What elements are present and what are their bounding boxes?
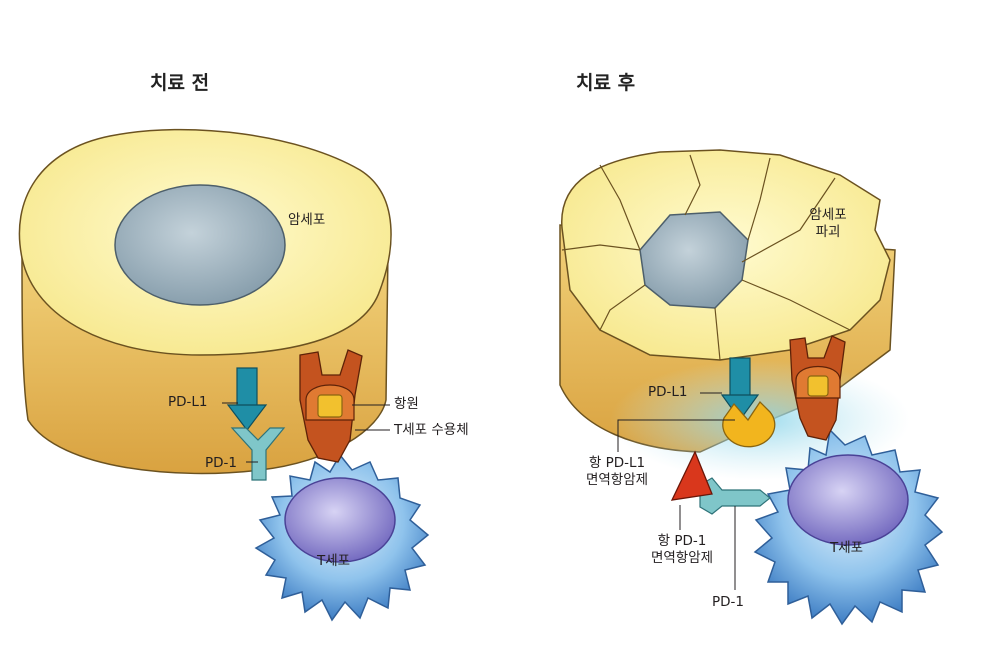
cancer-cell-before <box>18 128 392 475</box>
panel-title-before: 치료 전 <box>150 72 210 94</box>
pd-1-receptor-right <box>699 477 771 515</box>
anti-pd-l1-antibody <box>722 400 776 448</box>
t-cell-before <box>254 453 430 622</box>
cancer-nucleus <box>114 184 286 306</box>
label-anti-pd-l1-line1: 항 PD-L1 <box>588 455 646 471</box>
pd-l1-protein-right <box>720 357 760 422</box>
label-anti-pd-l1-line2: 면역항암제 <box>585 472 649 488</box>
t-cell-nucleus <box>284 477 396 563</box>
label-anti-pd-1: 항 PD-1 면역항암제 <box>640 533 724 567</box>
label-anti-pd-l1: 항 PD-L1 면역항암제 <box>572 455 662 489</box>
pd-1-receptor <box>230 427 286 481</box>
label-pd-l1-after: PD-L1 <box>648 384 688 400</box>
panel-title-after: 치료 후 <box>576 72 636 94</box>
label-cancer-cell: 암세포 <box>288 212 326 228</box>
t-cell-after <box>753 428 944 626</box>
tcr-complex <box>299 349 363 463</box>
label-destruction-line2: 파괴 <box>815 224 841 240</box>
label-pd-l1-before: PD-L1 <box>168 394 208 410</box>
t-cell-nucleus-right <box>787 454 909 546</box>
label-destruction: 암세포 파괴 <box>798 207 858 241</box>
crack-lines <box>561 154 851 361</box>
label-antigen: 항원 <box>394 396 419 412</box>
label-pd-1-after: PD-1 <box>712 594 744 610</box>
label-t-cell-after: T세포 <box>830 540 864 556</box>
label-destruction-line1: 암세포 <box>809 207 847 223</box>
anti-pd-1-antibody <box>670 450 713 501</box>
leader-lines-right <box>617 392 736 590</box>
label-pd-1-before: PD-1 <box>205 455 237 471</box>
label-t-cell-before: T세포 <box>317 553 351 569</box>
pd-l1-protein <box>226 367 268 431</box>
tcr-complex-right <box>789 335 846 441</box>
antigen-shape <box>317 394 343 418</box>
leader-lines-left <box>222 402 390 463</box>
label-anti-pd-1-line2: 면역항암제 <box>650 550 714 566</box>
label-tcr: T세포 수용체 <box>394 422 469 438</box>
label-anti-pd-1-line1: 항 PD-1 <box>657 533 707 549</box>
